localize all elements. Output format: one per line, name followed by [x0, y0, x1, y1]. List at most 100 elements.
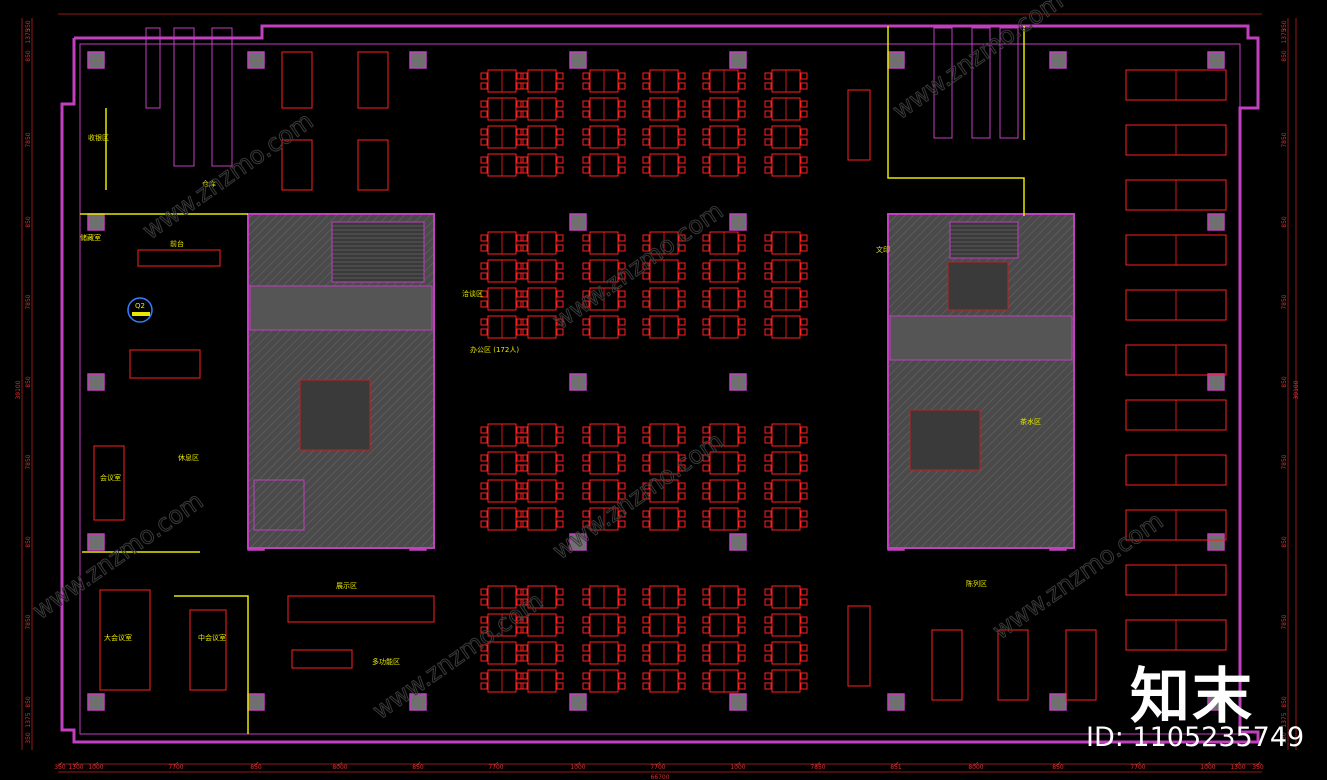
tick — [973, 761, 979, 767]
dimension-text: 1300 — [68, 764, 83, 771]
desk-pair — [703, 642, 745, 664]
room-label: 会议室 — [100, 473, 121, 482]
column — [729, 533, 747, 551]
dimension-text: 7850 — [1281, 614, 1288, 629]
dimension-text: 350 — [25, 20, 32, 32]
desk-pair — [521, 260, 563, 282]
tick — [1055, 761, 1061, 767]
right-total-dimension: 39100 — [1293, 380, 1300, 399]
room-label: 前台 — [170, 239, 184, 248]
desk-pair — [703, 98, 745, 120]
desk-pair — [481, 424, 523, 446]
tick — [93, 761, 99, 767]
dimension-text: 850 — [250, 764, 262, 771]
column — [1207, 533, 1225, 551]
desk-pair — [521, 154, 563, 176]
tick — [337, 761, 343, 767]
svg-text:Q2: Q2 — [135, 302, 145, 310]
dimension-text: 7850 — [1281, 294, 1288, 309]
column — [87, 533, 105, 551]
dimension-text: 851 — [890, 764, 902, 771]
desk-pair — [583, 98, 625, 120]
desk-pair — [481, 98, 523, 120]
tick — [575, 761, 581, 767]
column — [729, 51, 747, 69]
dimension-text: 850 — [1052, 764, 1064, 771]
desk-pair — [643, 126, 685, 148]
desk-pair — [765, 424, 807, 446]
desk-pair — [521, 70, 563, 92]
desk-pair — [765, 288, 807, 310]
q2-marker: Q2 — [127, 297, 153, 323]
desk-pair — [521, 126, 563, 148]
tick — [415, 761, 421, 767]
dimension-text: 850 — [1281, 216, 1288, 228]
dimension-text: 7850 — [25, 614, 32, 629]
column — [87, 213, 105, 231]
desk-pair — [583, 614, 625, 636]
left-dimensions: 3501375850785085078508507850850785085013… — [25, 20, 32, 744]
desk-pair — [583, 670, 625, 692]
dimension-ticks — [57, 761, 1261, 767]
desk-pair — [643, 508, 685, 530]
desk-pair — [703, 288, 745, 310]
desk-pair — [583, 424, 625, 446]
left-zone-furniture — [93, 27, 435, 691]
column — [569, 51, 587, 69]
desk-pair — [521, 508, 563, 530]
desk-pair — [703, 508, 745, 530]
desk-pair — [643, 98, 685, 120]
desk-pair — [521, 642, 563, 664]
desk-pair — [703, 670, 745, 692]
dimension-text: 850 — [1281, 50, 1288, 62]
dimension-lines — [21, 13, 1297, 773]
desk-pair — [643, 614, 685, 636]
room-label: 陈列区 — [966, 579, 987, 588]
exterior-walls — [60, 24, 1260, 744]
dimension-text: 1000 — [88, 764, 103, 771]
service-core-right — [887, 213, 1075, 549]
desk-pair — [583, 586, 625, 608]
room-label: 文印 — [876, 245, 890, 254]
desk-pair — [703, 614, 745, 636]
desk-pair — [703, 154, 745, 176]
column — [569, 373, 587, 391]
column — [729, 373, 747, 391]
image-id-label: ID: 1105235749 — [1086, 722, 1305, 753]
desk-pair — [703, 70, 745, 92]
tick — [253, 761, 259, 767]
interior-partitions — [80, 26, 1025, 734]
desk-pair — [481, 232, 523, 254]
desk-pair — [703, 126, 745, 148]
desk-pair — [583, 316, 625, 338]
dimension-text: 7850 — [25, 454, 32, 469]
desk-pair — [643, 586, 685, 608]
dimension-text: 850 — [25, 376, 32, 388]
tick — [1235, 761, 1241, 767]
watermark-text: www.znzmo.com — [27, 487, 208, 625]
left-total-dimension: 39100 — [15, 380, 22, 399]
room-label: 办公区 (172人) — [470, 345, 519, 354]
desk-pair — [765, 70, 807, 92]
desk-pair — [521, 424, 563, 446]
dimension-text: 8000 — [332, 764, 347, 771]
dimension-text: 7700 — [168, 764, 183, 771]
dimension-text: 7700 — [650, 764, 665, 771]
desk-pair — [703, 260, 745, 282]
room-label: 洽谈区 — [462, 289, 483, 298]
desk-pair — [481, 288, 523, 310]
dimension-text: 850 — [1281, 376, 1288, 388]
tick — [815, 761, 821, 767]
watermark-text: www.znzmo.com — [887, 0, 1068, 125]
desk-pair — [765, 508, 807, 530]
desk-pair — [481, 154, 523, 176]
desk-pair — [643, 154, 685, 176]
column — [247, 51, 265, 69]
room-label: 展示区 — [336, 582, 357, 590]
dimension-text: 1375 — [25, 28, 32, 43]
desk-pair — [765, 316, 807, 338]
desk-pair — [643, 316, 685, 338]
column — [569, 213, 587, 231]
